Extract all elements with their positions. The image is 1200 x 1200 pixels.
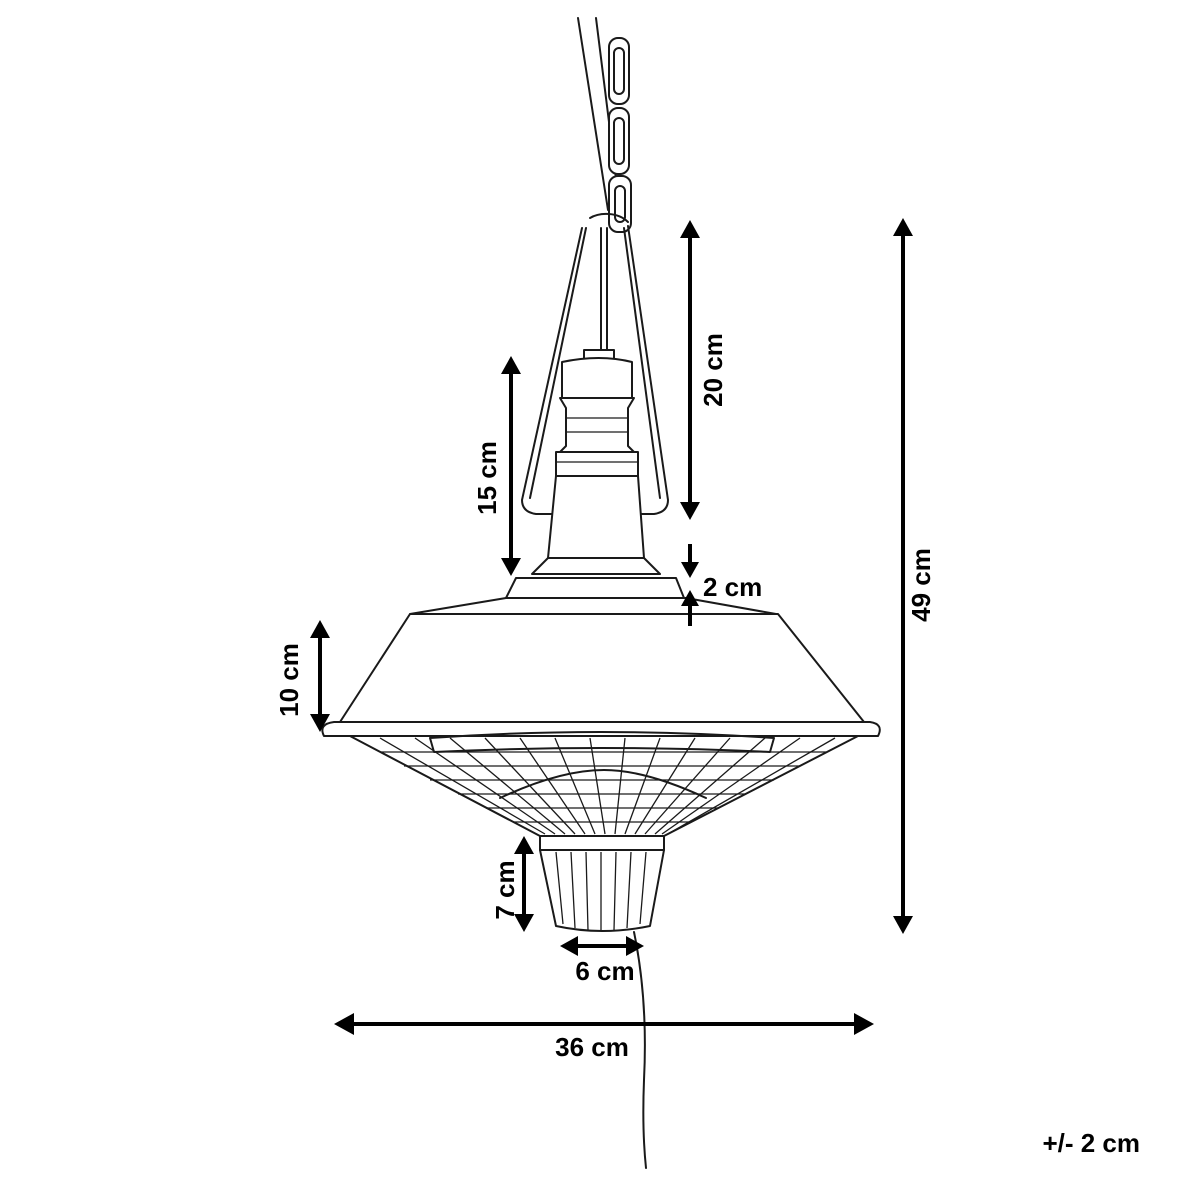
- neck-height-label: 15 cm: [472, 441, 502, 515]
- dimension-lines: [310, 218, 913, 1035]
- heater-grille: [349, 731, 859, 837]
- heater-drawing: [321, 17, 881, 1169]
- base-cup: [539, 835, 665, 932]
- shade: [321, 597, 881, 737]
- hanger-height-label: 20 cm: [698, 333, 728, 407]
- base-height-label: 7 cm: [490, 860, 520, 919]
- overall-width-label: 36 cm: [555, 1032, 629, 1062]
- neck-socket: [505, 349, 685, 599]
- overall-height-label: 49 cm: [906, 548, 936, 622]
- collar-height-label: 2 cm: [703, 572, 762, 602]
- shade-height-label: 10 cm: [274, 643, 304, 717]
- power-cord: [633, 931, 647, 1169]
- hanger-bracket: [521, 212, 669, 515]
- chain: [577, 17, 632, 233]
- base-width-label: 6 cm: [575, 956, 634, 986]
- tolerance-note: +/- 2 cm: [1042, 1128, 1140, 1158]
